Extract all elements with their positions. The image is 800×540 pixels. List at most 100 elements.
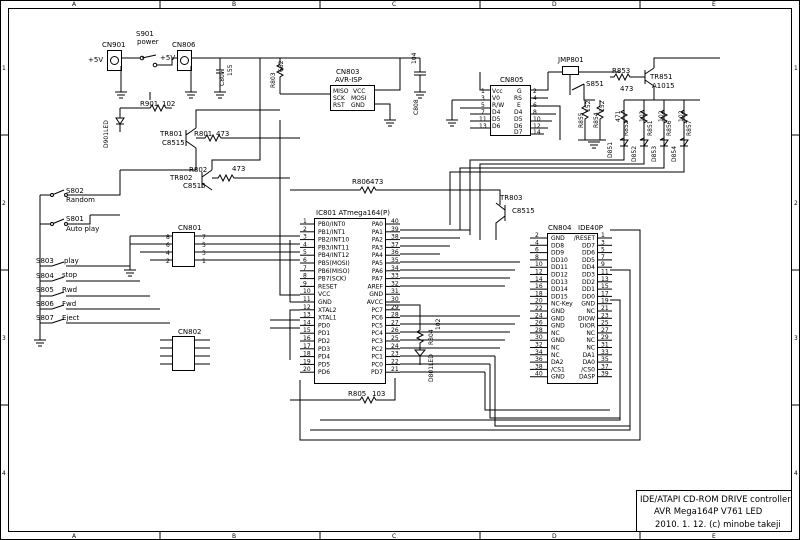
pin-name: DD8 — [551, 242, 564, 249]
pin-name: PA4 — [372, 252, 383, 259]
row-label: 3 — [794, 335, 798, 342]
pin-name: PB7(SCK) — [318, 276, 346, 283]
pin-number: 35 — [601, 356, 609, 363]
row-label: 2 — [794, 200, 798, 207]
pin-number: 38 — [391, 234, 399, 241]
cn805-pin: D7 — [514, 129, 523, 136]
pin-number: 13 — [303, 312, 311, 319]
led-label: D852 — [631, 146, 638, 162]
led-label: D851 — [607, 142, 614, 158]
cn805-num: 7 — [481, 109, 485, 116]
switch-ref: S805 — [36, 286, 54, 294]
pin-number: 25 — [601, 320, 609, 327]
pin-number: 10 — [303, 288, 311, 295]
pin-number: 11 — [601, 269, 609, 276]
pin-number: 27 — [391, 319, 399, 326]
pin-name: PD7 — [371, 369, 383, 376]
switch-label: Auto play — [66, 225, 99, 233]
pin-number: 20 — [535, 298, 543, 305]
pin-name: GND — [551, 308, 565, 315]
pin-name: GND — [581, 301, 595, 308]
row-label: 3 — [2, 335, 6, 342]
row-label: 1 — [2, 65, 6, 72]
pin-name: DA0 — [583, 359, 596, 366]
pin-name: PA1 — [372, 229, 383, 236]
led-resistor-label: R851 — [647, 120, 654, 136]
col-label: D — [552, 533, 557, 540]
pin-number: 24 — [535, 312, 543, 319]
pin-name: NC — [586, 308, 595, 315]
d901-label: D901LED — [103, 120, 110, 148]
pin-number: 26 — [391, 327, 399, 334]
c807-label: C807 — [219, 70, 226, 86]
tr851-type: A1015 — [652, 82, 675, 90]
pin-number: 29 — [601, 334, 609, 341]
r801-label: R801 — [194, 130, 212, 138]
pin-number: 1 — [303, 218, 307, 225]
ide-connector-body — [547, 233, 598, 384]
tr851-transistor-icon — [644, 57, 720, 100]
pin-name: PC2 — [371, 346, 383, 353]
pin-name: PA3 — [372, 244, 383, 251]
r803-value: 682 — [278, 60, 285, 72]
pin-number: 31 — [601, 342, 609, 349]
pin-name: DD14 — [551, 286, 568, 293]
r803-label: R803 — [270, 72, 277, 88]
pin-number: 14 — [303, 319, 311, 326]
pin-name: PC6 — [371, 315, 383, 322]
r805-value: 103 — [372, 390, 385, 398]
tr851-label: TR851 — [649, 73, 673, 81]
pin-number: 35 — [391, 257, 399, 264]
pin-name: GND — [369, 291, 383, 298]
cn803-pin: RST — [333, 102, 345, 109]
r854-value: 152 — [599, 100, 606, 112]
title-line-3: 2010. 1. 12. (c) minobe takeji — [655, 520, 781, 530]
cn805-pin: D4 — [492, 109, 501, 116]
pin-name: DD4 — [582, 264, 595, 271]
pin-number: 11 — [303, 296, 311, 303]
cn805-num: 5 — [481, 102, 485, 109]
pin-number: 21 — [601, 305, 609, 312]
pin-name: DD2 — [582, 279, 595, 286]
cn805-pin: D6 — [492, 123, 501, 130]
cn806-jack-icon — [177, 50, 192, 71]
pin-name: NC — [551, 345, 560, 352]
r854-label: R854 — [593, 112, 600, 128]
ground-icon — [384, 119, 396, 127]
pin-number: 7 — [601, 254, 605, 261]
r901-label: R901 — [140, 100, 158, 108]
row-label: 4 — [794, 470, 798, 477]
isp-section: R803 682 CN803 AVR-ISP MISO SCK RST VCC … — [240, 52, 426, 127]
pin-name: DD15 — [551, 293, 568, 300]
pin-number: 5 — [601, 247, 605, 254]
pin-name: /CS0 — [581, 366, 595, 373]
jmp801-label: JMP801 — [557, 56, 584, 64]
pin-number: 12 — [303, 304, 311, 311]
r805-label: R805 — [348, 390, 366, 398]
pin-name: PB5(MOSI) — [318, 260, 350, 267]
pin-number: 23 — [391, 351, 399, 358]
cn805-header — [490, 85, 531, 136]
col-label: E — [712, 533, 716, 540]
cn805-pin: V0 — [492, 95, 500, 102]
pin-number: 30 — [391, 296, 399, 303]
cn901-jack-icon — [107, 50, 122, 71]
cn802-label: CN802 — [178, 328, 202, 336]
pin-name: PB3/INT11 — [318, 244, 349, 251]
ide-label: CN804 — [548, 224, 572, 232]
pin-number: 23 — [601, 312, 609, 319]
pin-name: GND — [551, 235, 565, 242]
led-resistor-label: R852 — [623, 120, 630, 136]
cn801-pin: 4 — [166, 250, 170, 257]
col-label: C — [392, 1, 396, 8]
r806-value: 473 — [370, 178, 383, 186]
cn801-pin: 5 — [202, 242, 206, 249]
tr801-label: TR801 — [159, 130, 183, 138]
pin-number: 8 — [535, 254, 539, 261]
pin-number: 37 — [601, 363, 609, 370]
lcd-section: CN805 Vcc V0 R/W D4 D5 D6 G RS E D4 D5 D… — [446, 56, 720, 240]
pin-number: 16 — [535, 283, 543, 290]
pin-number: 31 — [391, 288, 399, 295]
